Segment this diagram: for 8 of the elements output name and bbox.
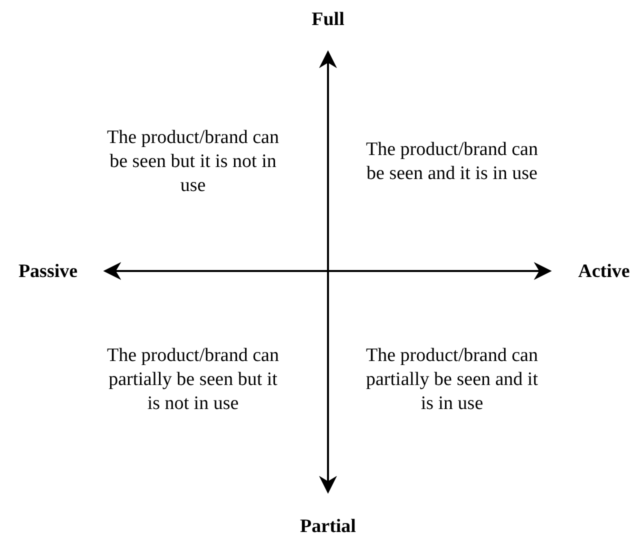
axis-label: Partial [300,515,356,539]
quadrant-description: The product/brand can be seen but it is not in use [106,126,280,198]
quadrant-description: The product/brand can be seen and it is in use [365,138,539,186]
axis-label: Full [312,8,344,32]
axis-label: Passive [18,260,78,284]
axis-label: Active [578,260,630,284]
quadrant-description: The product/brand can partially be seen and it is in use [365,344,539,416]
quadrant-description: The product/brand can partially be seen but it is not in use [106,344,280,416]
